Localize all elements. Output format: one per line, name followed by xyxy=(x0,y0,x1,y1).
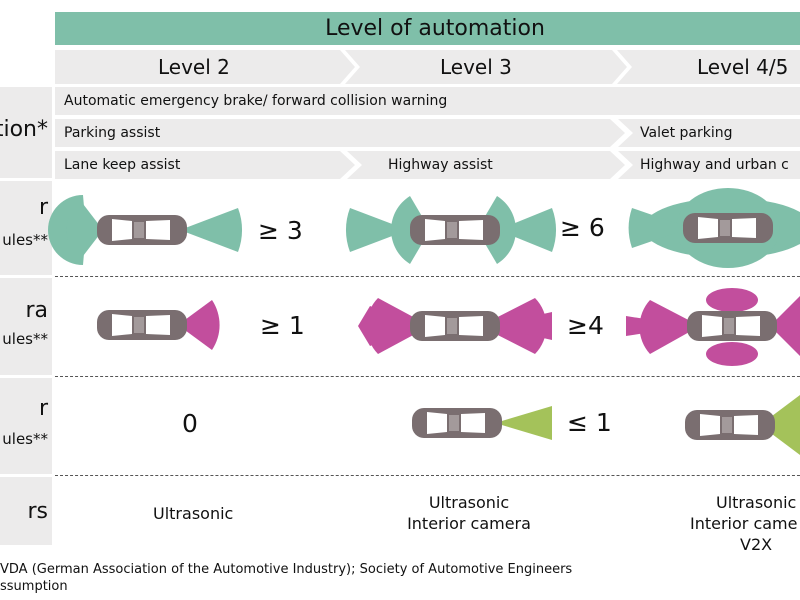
lidar-l2-count: 0 xyxy=(182,409,198,438)
level-2-chevron xyxy=(55,50,355,84)
lidar-l3-illustration xyxy=(412,406,552,440)
lidar-label-box: r ules** xyxy=(0,378,52,474)
other-sensors-l2-line1: Ultrasonic xyxy=(153,504,234,523)
lidar-l45-illustration xyxy=(685,395,800,455)
camera-modules-label: ules** xyxy=(2,330,48,348)
camera-label: ra xyxy=(25,298,48,323)
feature-bar-lane-keep xyxy=(55,151,355,179)
other-sensors-l3-line1: Ultrasonic xyxy=(428,493,510,512)
other-sensors-label-box: rs xyxy=(0,477,52,545)
footnote-assumption: ssumption xyxy=(0,579,68,594)
level-3-label: Level 3 xyxy=(440,55,512,79)
level-2-label: Level 2 xyxy=(158,55,230,79)
divider-camera-lidar xyxy=(55,376,800,377)
other-sensors-l2: Ultrasonic xyxy=(153,503,233,524)
level-chevron-bar xyxy=(55,50,800,84)
radar-l2-illustration xyxy=(48,195,243,265)
other-sensors-l3: Ultrasonic Interior camera xyxy=(398,492,540,534)
header-title: Level of automation xyxy=(325,16,545,41)
radar-l3-count: ≥ 6 xyxy=(560,213,605,242)
radar-l3-illustration xyxy=(345,196,557,264)
feature-bar-parking xyxy=(55,119,625,147)
feature-bar-aeb xyxy=(55,87,800,115)
radar-label: r xyxy=(38,195,48,220)
camera-l45-illustration xyxy=(626,288,800,366)
camera-l3-illustration xyxy=(358,298,552,354)
divider-radar-camera xyxy=(55,276,800,277)
functions-label: ation* xyxy=(0,117,48,142)
lidar-l3-count: ≤ 1 xyxy=(567,408,612,437)
divider-lidar-other xyxy=(55,475,800,476)
lidar-label: r xyxy=(38,396,48,421)
other-sensors-l3-line2: Interior camera xyxy=(407,514,531,533)
feature-aeb-label: Automatic emergency brake/ forward colli… xyxy=(64,93,448,109)
other-sensors-l45-line1: Ultrasonic xyxy=(716,493,797,512)
feature-bars xyxy=(55,87,800,179)
level-45-label: Level 4/5 xyxy=(697,55,789,79)
feature-bar-highway-urban xyxy=(618,151,800,179)
automation-level-header: Level of automation xyxy=(55,12,800,45)
other-sensors-l45-line3: V2X xyxy=(740,535,773,554)
feature-highway-label: Highway assist xyxy=(388,157,493,173)
footnote-source: VDA (German Association of the Automotiv… xyxy=(0,562,573,577)
functions-label-box: ation* xyxy=(0,87,52,178)
level-3-chevron xyxy=(345,50,627,84)
feature-lane-keep-label: Lane keep assist xyxy=(64,157,181,173)
radar-modules-label: ules** xyxy=(2,231,48,249)
feature-valet-label: Valet parking xyxy=(640,125,733,141)
camera-l3-count: ≥4 xyxy=(567,311,604,340)
camera-l2-count: ≥ 1 xyxy=(260,311,305,340)
other-sensors-label: rs xyxy=(27,499,48,524)
other-sensors-l45-line2: Interior came xyxy=(690,514,798,533)
feature-parking-label: Parking assist xyxy=(64,125,161,141)
feature-highway-urban-label: Highway and urban c xyxy=(640,157,789,173)
other-sensors-l45: Ultrasonic Interior came V2X xyxy=(690,492,800,555)
radar-l45-illustration xyxy=(628,188,800,268)
lidar-modules-label: ules** xyxy=(2,430,48,448)
level-45-chevron xyxy=(617,50,800,84)
camera-l2-illustration xyxy=(97,300,220,350)
camera-label-box: ra ules** xyxy=(0,278,52,375)
radar-label-box: r ules** xyxy=(0,181,52,275)
radar-l2-count: ≥ 3 xyxy=(258,216,303,245)
feature-bar-highway xyxy=(347,151,625,179)
feature-bar-valet xyxy=(618,119,800,147)
